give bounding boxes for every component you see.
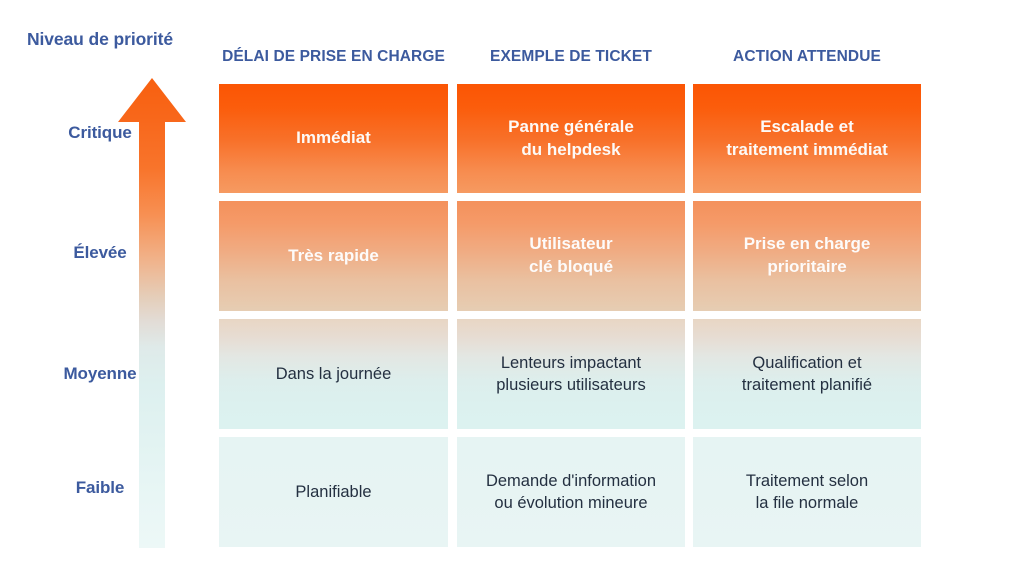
table-cell-moyenne-delai: Dans la journée	[219, 319, 448, 429]
up-arrow-icon	[118, 78, 186, 123]
axis-label-critique: Critique	[68, 123, 132, 142]
table-cell-moyenne-action: Qualification et traitement planifié	[693, 319, 921, 429]
table-cell-elevee-exemple: Utilisateur clé bloqué	[457, 201, 685, 311]
priority-axis-title: Niveau de priorité	[26, 29, 174, 49]
column-header-action: ACTION ATTENDUE	[733, 48, 881, 65]
cell-text: Très rapide	[288, 245, 379, 265]
cell-text: Demande d'information ou évolution mineu…	[485, 471, 657, 512]
table-cell-elevee-action: Prise en charge prioritaire	[693, 201, 921, 311]
cell-text: Utilisateur clé bloqué	[528, 234, 614, 276]
table-cell-elevee-delai: Très rapide	[219, 201, 448, 311]
column-header-delai: DÉLAI DE PRISE EN CHARGE	[222, 48, 445, 65]
cell-text: Dans la journée	[275, 364, 392, 383]
cell-text: Traitement selon la file normale	[745, 471, 869, 512]
table-cell-critique-action: Escalade et traitement immédiat	[693, 84, 921, 193]
table-cell-faible-action: Traitement selon la file normale	[693, 437, 921, 547]
axis-label-faible: Faible	[75, 478, 125, 497]
table-cell-moyenne-exemple: Lenteurs impactant plusieurs utilisateur…	[457, 319, 685, 429]
column-header-exemple: EXEMPLE DE TICKET	[490, 48, 652, 65]
priority-arrow-shaft	[139, 121, 165, 548]
cell-text: Immédiat	[296, 128, 371, 148]
table-cell-faible-exemple: Demande d'information ou évolution mineu…	[457, 437, 685, 547]
table-cell-critique-exemple: Panne générale du helpdesk	[457, 84, 685, 193]
priority-arrow	[118, 78, 186, 548]
table-cell-faible-delai: Planifiable	[219, 437, 448, 547]
axis-label-moyenne: Moyenne	[63, 364, 137, 383]
table-cell-critique-delai: Immédiat	[219, 84, 448, 193]
cell-text: Panne générale du helpdesk	[508, 116, 634, 159]
cell-text: Qualification et traitement planifié	[741, 353, 873, 394]
cell-text: Planifiable	[295, 482, 372, 501]
cell-text: Prise en charge prioritaire	[743, 234, 871, 276]
cell-text: Lenteurs impactant plusieurs utilisateur…	[496, 353, 646, 394]
axis-label-elevee: Élevée	[73, 243, 127, 262]
cell-text: Escalade et traitement immédiat	[726, 116, 888, 159]
priority-axis: Niveau de priorité Critique Élevée Moyen…	[0, 0, 210, 576]
